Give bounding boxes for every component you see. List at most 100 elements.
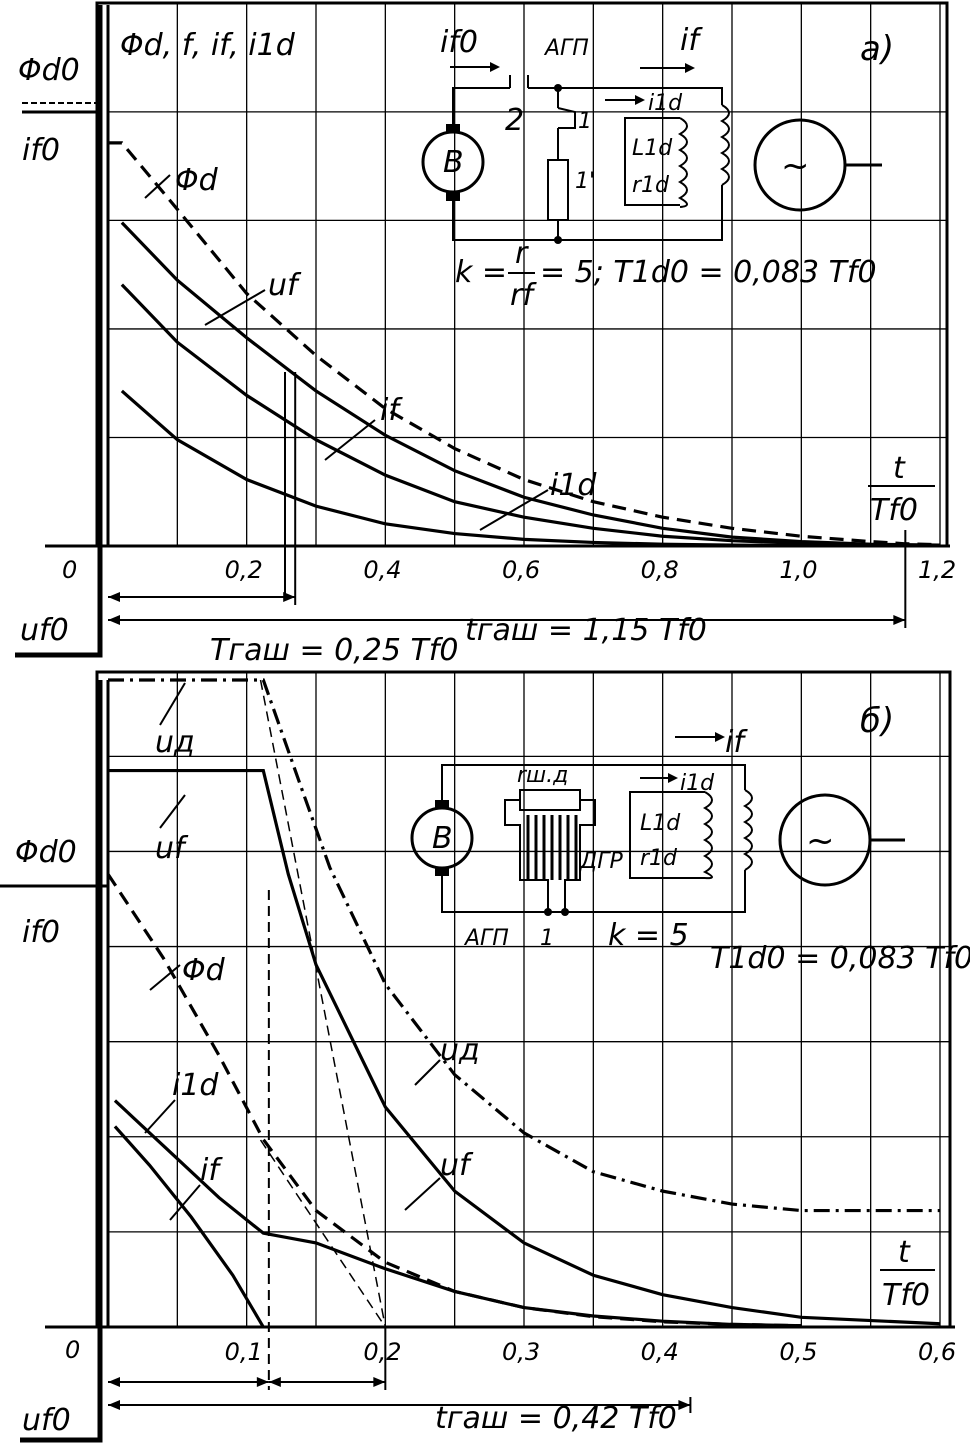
x-tick-label: 0,2 <box>225 556 263 584</box>
x-tick-label: 1,0 <box>779 556 817 584</box>
sch-a-damper-coil <box>677 117 688 208</box>
sch-b-generator-label: ~ <box>806 821 835 861</box>
series-line <box>113 1125 265 1328</box>
dim-arrowhead <box>678 1400 691 1410</box>
x-tick-label: 0,4 <box>641 1338 679 1366</box>
schematic-a: if0 АГП if i1d 2 1 1' <box>421 23 882 313</box>
leader-i1d-b <box>144 1099 176 1134</box>
panel-label-a: a) <box>860 29 894 69</box>
series-label-phi-d-b: Φd <box>182 953 226 988</box>
series-line <box>108 768 941 1326</box>
x-tick-label: 0,1 <box>225 1338 263 1366</box>
leader-if-a <box>324 419 376 461</box>
sch-b-damper-coil <box>702 791 713 880</box>
series-label-uf-top-b: uf <box>155 831 189 866</box>
guide-dashed <box>259 679 387 1328</box>
left-label-phi-d0-a: Φd0 <box>18 53 80 88</box>
sch-b-node-right <box>561 908 569 916</box>
sch-b-r-shd: rш.д <box>517 763 568 788</box>
leader-ud-b <box>414 1059 441 1086</box>
x-label-num-b: t <box>898 1235 911 1270</box>
t-gash-short-label-a: Tгаш = 0,25 Tf0 <box>210 633 458 668</box>
sch-a-formula-rhs: = 5; T1d0 = 0,083 Tf0 <box>540 255 877 290</box>
sch-b-wire-top <box>441 764 746 800</box>
sch-b-exciter-brush-top <box>435 800 449 809</box>
x-tick-label: 1,2 <box>918 556 956 584</box>
series-label-uf-b: uf <box>440 1148 474 1183</box>
sch-a-arrowhead-if0 <box>490 62 500 72</box>
sch-a-wire-top-right <box>528 87 723 105</box>
sch-a-contact-1p: 1' <box>575 169 595 194</box>
sch-a-generator-label: ~ <box>781 146 810 186</box>
sch-b-damper-box <box>629 791 705 879</box>
sch-b-resistor-rshd <box>519 789 581 811</box>
series-label-if-a: if <box>380 393 403 428</box>
sch-b-dgr-plates <box>526 815 578 880</box>
leader-uf-top-b <box>159 794 186 829</box>
dim-arrowhead <box>893 615 906 625</box>
t-gash-long-label-b: tгаш = 0,42 Tf0 <box>435 1401 677 1436</box>
grid-a <box>108 3 947 546</box>
panel-label-b: б) <box>860 701 894 741</box>
schematic-b: if rш.д i1d ДГР АГП 1 k = 5 T1d0 = 0,083… <box>410 725 970 976</box>
left-label-phi-d0-b: Φd0 <box>15 835 77 870</box>
sch-a-i-f: if <box>680 23 703 58</box>
series-label-uf-a: uf <box>268 268 302 303</box>
sch-a-formula-lhs: k = <box>455 255 507 290</box>
sch-a-exciter-brush-bottom <box>446 192 460 201</box>
leader-i1d-a <box>479 489 549 531</box>
guide-dashed <box>259 1139 386 1328</box>
sch-a-L-1d: L1d <box>632 136 673 161</box>
y-title-a: Φd, f, if, i1d <box>120 28 296 63</box>
series-line <box>108 678 940 1213</box>
series-label-if-b: if <box>200 1153 223 1188</box>
sch-a-contact-1: 1 <box>578 109 592 134</box>
sch-b-r-1d: r1d <box>640 846 678 871</box>
dims-a <box>108 372 907 628</box>
leader-ud-top-b <box>159 682 186 726</box>
sch-a-node-bottom <box>554 236 562 244</box>
dim-arrowhead <box>108 1400 120 1410</box>
x-tick-label: 0,5 <box>779 1338 817 1366</box>
dim-arrowhead <box>108 592 120 602</box>
series-label-ud-b: uд <box>440 1033 480 1068</box>
leader-phi-d-b <box>149 964 181 991</box>
dims-b <box>108 679 692 1413</box>
u-f0-step-b <box>20 680 103 1443</box>
x-tick-label: 0,2 <box>363 1338 401 1366</box>
u-f0-step-a <box>15 5 103 658</box>
grid-b <box>108 672 950 1327</box>
sch-a-i-f0: if0 <box>440 25 478 60</box>
sch-b-agp: АГП <box>463 926 509 951</box>
sch-a-contact-2: 2 <box>505 103 524 138</box>
sch-b-contact-1: 1 <box>540 926 554 951</box>
dim-arrowhead <box>373 1377 386 1387</box>
series-label-i1d-a: i1d <box>550 468 597 503</box>
sch-a-arrowhead-i1d <box>635 95 645 105</box>
t-gash-long-label-a: tгаш = 1,15 Tf0 <box>465 613 707 648</box>
sch-b-wire-bottom <box>441 870 746 913</box>
sch-a-r-1d: r1d <box>632 173 670 198</box>
series-label-phi-d-a: Φd <box>175 163 219 198</box>
dim-arrowhead <box>268 1377 281 1387</box>
sch-a-arrowhead-if <box>685 63 695 73</box>
sch-b-L-1d: L1d <box>640 811 681 836</box>
series-line <box>120 221 941 547</box>
sch-a-i-1d: i1d <box>648 91 683 116</box>
x-tick-label: 0,3 <box>502 1338 540 1366</box>
ticks-b: 0,1 0,2 0,3 0,4 0,5 0,6 <box>225 1338 957 1366</box>
series-label-i1d-b: i1d <box>172 1068 219 1103</box>
dim-arrowhead <box>256 1377 269 1387</box>
sch-b-k: k = 5 <box>608 918 689 953</box>
dim-arrowhead <box>108 615 120 625</box>
x-tick-label: 0,6 <box>918 1338 956 1366</box>
sch-b-arrowhead-if <box>715 732 725 742</box>
sch-b-field-coil <box>742 789 753 871</box>
sch-a-field-coil <box>719 104 730 186</box>
left-label-i-f0-a: if0 <box>22 133 60 168</box>
sch-b-exciter-label: B <box>432 821 453 856</box>
